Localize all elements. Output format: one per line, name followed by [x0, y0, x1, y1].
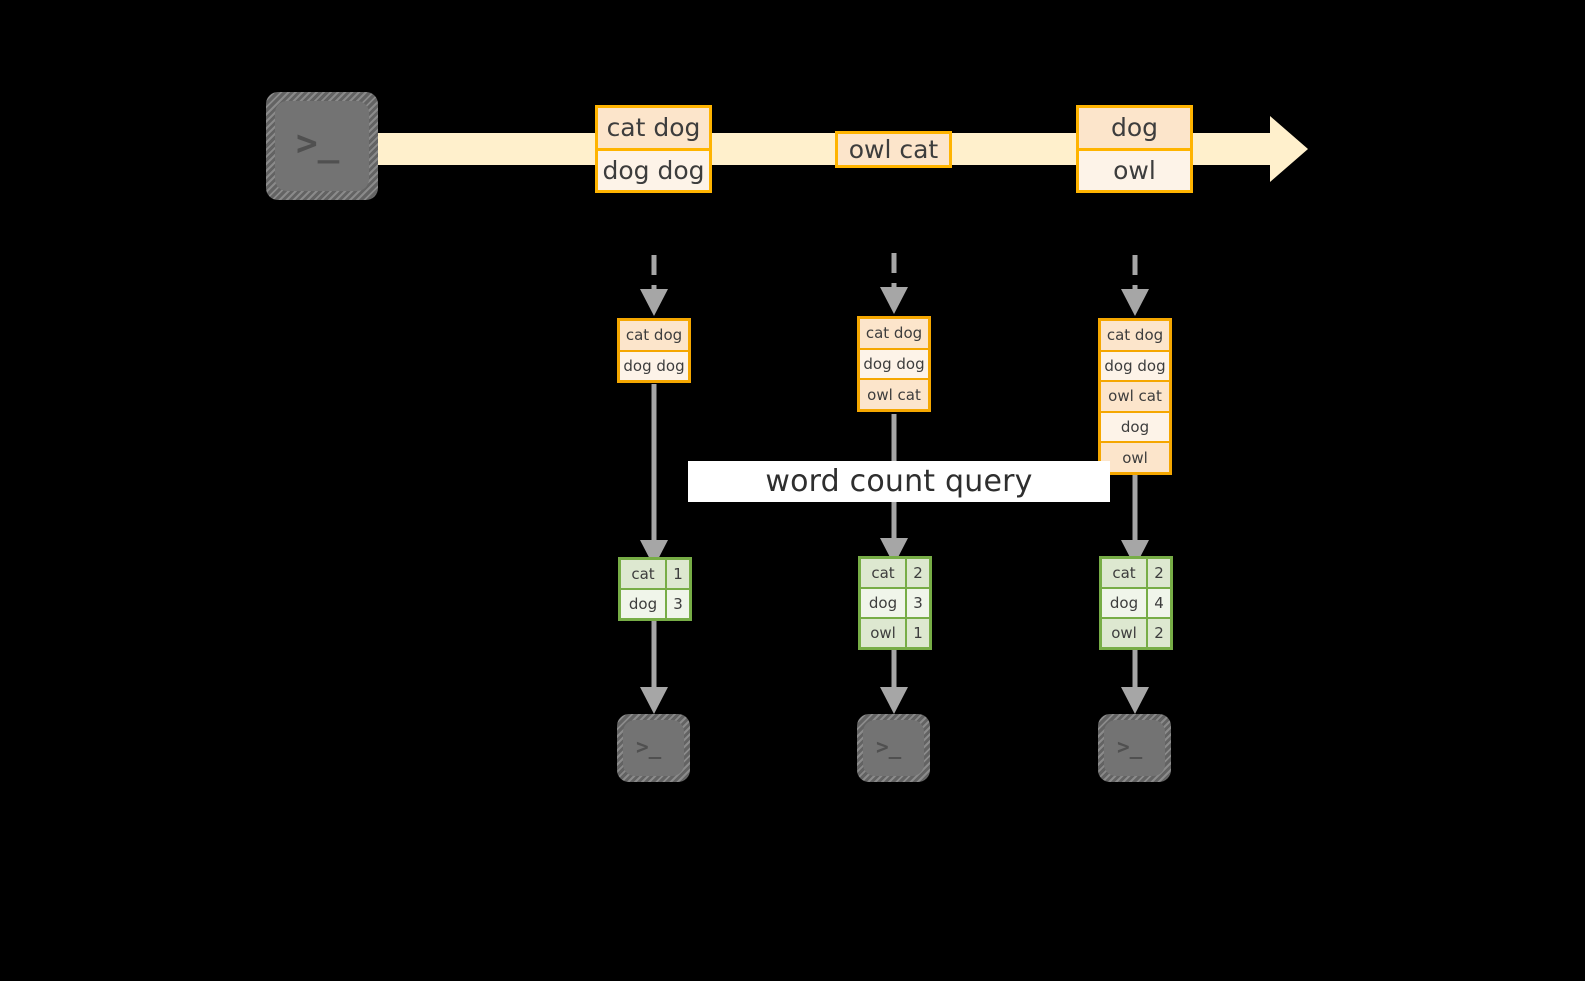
snapshot-2-count-2: 3 — [905, 589, 929, 617]
terminal-prompt-glyph: >_ — [1117, 735, 1143, 759]
snapshot-1-sink-terminal-icon: >_ — [617, 714, 690, 782]
snapshot-3-sink-terminal-icon: >_ — [1098, 714, 1171, 782]
snapshot-3-count-1: 2 — [1146, 559, 1170, 587]
snapshot-3-line-4: dog — [1101, 410, 1169, 442]
snapshot-1-result-table[interactable]: cat 1 dog 3 — [618, 557, 692, 621]
snapshot-3-word-3: owl — [1111, 624, 1137, 642]
stream-event-2[interactable]: owl cat — [835, 131, 952, 168]
snapshot-3-event-stack[interactable]: cat dog dog dog owl cat dog owl — [1098, 318, 1172, 475]
stream-event-1-line-2: dog dog — [598, 147, 709, 190]
snapshot-1-line-2: dog dog — [620, 349, 688, 380]
snapshot-1-line-1: cat dog — [620, 321, 688, 350]
snapshot-3-word-2: dog — [1109, 594, 1139, 612]
sink-arrowheads — [640, 687, 1149, 714]
snapshot-2-count-3: 1 — [905, 619, 929, 647]
snapshot-3-line-2: dog dog — [1101, 349, 1169, 381]
snapshot-3-line-1: cat dog — [1101, 321, 1169, 350]
snapshot-2-line-2: dog dog — [860, 347, 928, 379]
stream-event-3-line-2: owl — [1079, 147, 1190, 190]
terminal-face — [623, 720, 684, 776]
stream-event-1[interactable]: cat dog dog dog — [595, 105, 712, 193]
table-row: owl 2 — [1102, 617, 1170, 647]
snapshot-1-word-2: dog — [628, 595, 658, 613]
snapshot-tap-arrowheads — [640, 287, 1149, 316]
source-terminal-icon: >_ — [266, 92, 378, 200]
query-arrowheads — [640, 538, 1149, 567]
snapshot-2-word-2: dog — [868, 594, 898, 612]
snapshot-2-line-3: owl cat — [860, 378, 928, 410]
stream-event-1-line-1: cat dog — [598, 108, 709, 148]
snapshot-2-word-3: owl — [870, 624, 896, 642]
snapshot-1-word-1: cat — [631, 565, 655, 583]
query-caption-label: word count query — [765, 464, 1033, 499]
query-caption-band: word count query — [688, 461, 1110, 502]
table-row: owl 1 — [861, 617, 929, 647]
snapshot-1-event-stack[interactable]: cat dog dog dog — [617, 318, 691, 383]
table-row: cat 1 — [621, 560, 689, 588]
snapshot-3-line-3: owl cat — [1101, 380, 1169, 411]
table-row: cat 2 — [861, 559, 929, 587]
snapshot-2-event-stack[interactable]: cat dog dog dog owl cat — [857, 316, 931, 412]
snapshot-2-sink-terminal-icon: >_ — [857, 714, 930, 782]
snapshot-2-count-1: 2 — [905, 559, 929, 587]
snapshot-3-count-2: 4 — [1146, 589, 1170, 617]
sink-arrows — [651, 620, 1138, 690]
table-row: dog 4 — [1102, 587, 1170, 617]
terminal-face — [275, 101, 369, 191]
table-row: dog 3 — [861, 587, 929, 617]
terminal-face — [1104, 720, 1165, 776]
stream-event-2-line-1: owl cat — [838, 134, 949, 165]
snapshot-1-count-1: 1 — [665, 560, 689, 588]
snapshot-2-line-1: cat dog — [860, 319, 928, 348]
snapshot-3-line-5: owl — [1101, 441, 1169, 472]
snapshot-3-result-table[interactable]: cat 2 dog 4 owl 2 — [1099, 556, 1173, 650]
terminal-prompt-glyph: >_ — [876, 735, 902, 759]
terminal-prompt-glyph: >_ — [296, 123, 340, 164]
table-row: dog 3 — [621, 588, 689, 618]
terminal-face — [863, 720, 924, 776]
stream-event-3-line-1: dog — [1079, 108, 1190, 148]
snapshot-3-count-3: 2 — [1146, 619, 1170, 647]
snapshot-1-count-2: 3 — [665, 590, 689, 618]
snapshot-2-result-table[interactable]: cat 2 dog 3 owl 1 — [858, 556, 932, 650]
snapshot-2-word-1: cat — [871, 564, 895, 582]
snapshot-3-word-1: cat — [1112, 564, 1136, 582]
stream-event-3[interactable]: dog owl — [1076, 105, 1193, 193]
table-row: cat 2 — [1102, 559, 1170, 587]
terminal-prompt-glyph: >_ — [636, 735, 662, 759]
snapshot-tap-arrows — [651, 253, 1138, 292]
